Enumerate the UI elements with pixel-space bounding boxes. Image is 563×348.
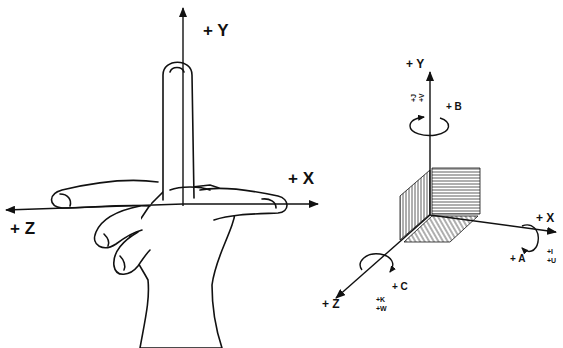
motion-label: +K	[376, 296, 385, 303]
motion-label: +V	[418, 93, 425, 102]
motion-label: +I	[547, 248, 553, 255]
rotation-label: + A	[510, 254, 525, 264]
axis-label: + X	[288, 170, 314, 187]
axis-label: + Y	[203, 22, 229, 39]
axis-label: + Y	[406, 58, 424, 70]
hand-axes	[6, 8, 318, 210]
rotation-label: + B	[446, 102, 462, 112]
motion-label: +W	[376, 305, 387, 312]
rotation-arrows	[360, 117, 538, 272]
axis-label: + Z	[322, 298, 340, 310]
motion-label: +U	[547, 257, 556, 264]
axis-label: + X	[536, 212, 554, 224]
axis-label: + Z	[10, 220, 35, 237]
machine-axes	[336, 72, 556, 298]
motion-label: +J	[410, 94, 417, 102]
rotation-label: + C	[392, 282, 408, 292]
